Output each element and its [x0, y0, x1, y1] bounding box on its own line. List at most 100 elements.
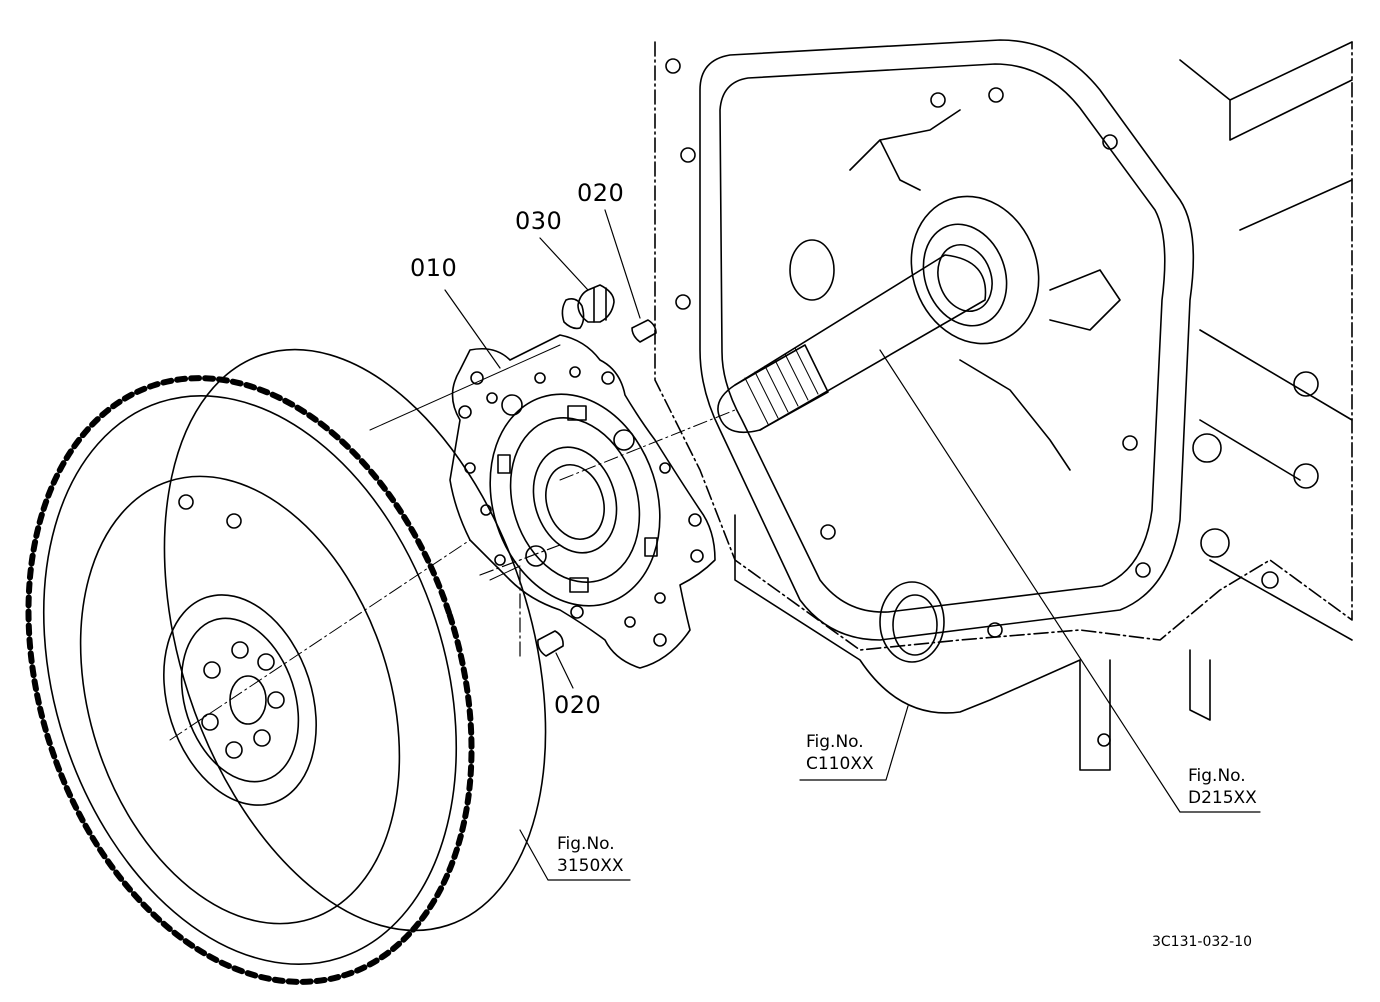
spline-teeth — [745, 348, 818, 424]
rivet-hole — [465, 463, 475, 473]
rivet-hole — [571, 606, 583, 618]
housing-upper-tower — [1180, 42, 1352, 230]
ring-gear-root — [0, 342, 526, 1002]
rivet-hole — [570, 367, 580, 377]
flywheel-dowel-hole — [227, 514, 241, 528]
clutch-housing — [655, 40, 1352, 770]
bolt-flats — [594, 288, 606, 322]
hub-bolt-hole — [258, 654, 274, 670]
hub-bolt-hole — [268, 692, 284, 708]
figure-ref-c110xx: Fig.No. C110XX — [806, 731, 874, 775]
rivet-hole — [660, 463, 670, 473]
figure-ref-d215xx: Fig.No. D215XX — [1188, 765, 1257, 809]
hub-bolt-hole — [204, 662, 220, 678]
figure-ref-number: D215XX — [1188, 788, 1257, 808]
housing-lower-bore-inner — [893, 595, 937, 655]
flywheel-hub-inner — [162, 603, 319, 797]
flange-hole — [1136, 563, 1150, 577]
leader-020-bottom — [556, 653, 573, 688]
flange-hole — [1123, 436, 1137, 450]
part-number-010: 010 — [410, 254, 458, 282]
rivet-hole — [689, 514, 701, 526]
housing-right-extension — [1190, 330, 1352, 720]
shaft-center-line — [560, 410, 735, 480]
housing-rib — [960, 360, 1070, 470]
flywheel-rim — [26, 435, 453, 965]
dowel-pin-top — [632, 320, 656, 342]
rivet-hole — [654, 634, 666, 646]
leader-d215xx — [880, 350, 1260, 812]
clutch-disc — [450, 335, 715, 668]
leader-c110xx — [800, 706, 908, 780]
flange-hole — [681, 148, 695, 162]
leader-020-top — [605, 210, 640, 318]
flange-hole — [666, 59, 680, 73]
leader-030 — [540, 238, 588, 290]
figure-ref-3150xx: Fig.No. 3150XX — [557, 833, 624, 877]
dowel-pin-bottom — [538, 631, 563, 656]
flywheel-with-ring-gear — [0, 301, 614, 1002]
leader-010 — [445, 290, 500, 368]
bearing-inner-race — [910, 212, 1021, 337]
rivet-hole — [614, 430, 634, 450]
spline-hub-outer — [520, 436, 629, 563]
housing-outer-outline — [655, 42, 1352, 650]
drawing-id: 3C131-032-10 — [1152, 934, 1253, 950]
friction-facing — [464, 372, 687, 628]
spline-hub-inner — [537, 457, 614, 547]
rivet-hole — [526, 546, 546, 566]
hub-bolt-hole — [226, 742, 242, 758]
rivet-hole — [481, 505, 491, 515]
boss-hole — [1294, 464, 1318, 488]
boss-hole — [1294, 372, 1318, 396]
bolt — [562, 285, 614, 328]
flywheel-back-face — [96, 301, 614, 980]
input-shaft — [560, 255, 986, 480]
flywheel-dowel-hole — [179, 495, 193, 509]
flywheel-center-line — [170, 540, 470, 740]
figure-ref-number: 3150XX — [557, 856, 624, 876]
rivet-hole — [471, 372, 483, 384]
damper-spring-window — [570, 578, 588, 592]
bearing-seal — [929, 237, 1001, 319]
part-number-020-top: 020 — [577, 179, 625, 207]
flange-hole — [676, 295, 690, 309]
flange-hole — [988, 623, 1002, 637]
hub-bolt-hole — [232, 642, 248, 658]
bolt-head — [578, 285, 614, 322]
clutch-disc-outline — [450, 335, 715, 668]
rivet-hole — [625, 617, 635, 627]
ring-gear-outer — [0, 320, 546, 1002]
boss-hole — [1098, 734, 1110, 746]
damper-spring-window — [568, 406, 586, 420]
damper-spring-window — [498, 455, 510, 473]
bearing-outer-race — [891, 178, 1059, 361]
rivet-hole — [535, 373, 545, 383]
housing-gasket-face — [700, 40, 1193, 640]
rivet-hole — [502, 395, 522, 415]
boss-hole — [1193, 434, 1221, 462]
housing-port — [790, 240, 834, 300]
flywheel-center-bore — [230, 676, 266, 724]
part-number-020-bottom: 020 — [554, 691, 602, 719]
damper-spring-window — [645, 538, 657, 556]
figure-ref-caption: Fig.No. — [806, 732, 864, 752]
housing-inner-face — [720, 64, 1165, 612]
boss-hole — [1262, 572, 1278, 588]
flywheel-hub-outer — [138, 575, 342, 825]
damper-plate — [490, 401, 660, 599]
leader-3150xx — [520, 830, 630, 880]
rivet-hole — [691, 550, 703, 562]
rivet-hole — [487, 393, 497, 403]
bolt-washer — [562, 299, 583, 329]
rivet-hole — [459, 406, 471, 418]
rivet-hole — [602, 372, 614, 384]
flange-hole — [989, 88, 1003, 102]
figure-ref-number: C110XX — [806, 754, 874, 774]
flange-hole — [931, 93, 945, 107]
rivet-hole — [655, 593, 665, 603]
shaft-body — [735, 255, 986, 430]
flywheel-axis-line — [370, 345, 560, 580]
leader-lines — [445, 210, 1260, 880]
